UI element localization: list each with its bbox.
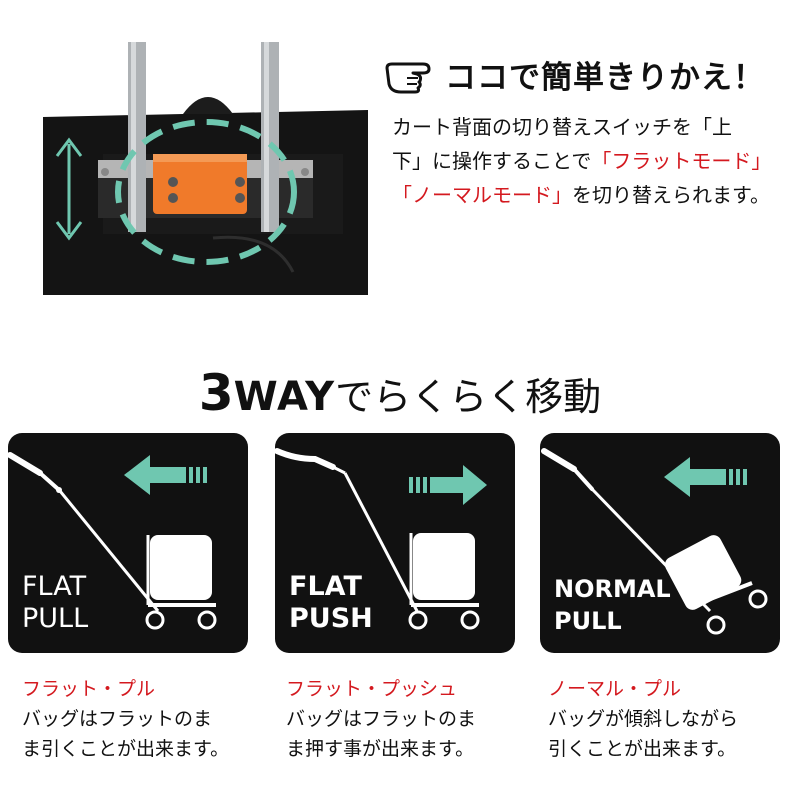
mode-panel-flat-pull: FLAT PULL [8,433,248,653]
arrow-left-icon [664,457,747,497]
description-line-2: 下」に操作することで「フラットモード」 [392,149,772,173]
description-line-3: 「ノーマルモード」を切り替えられます。 [392,183,770,207]
mode-label: FLAT PULL [22,571,89,634]
mode-label: FLAT PUSH [289,571,373,634]
mode-label: NORMAL PULL [554,575,671,635]
arrow-left-icon [124,455,207,495]
mode-panel-flat-push: FLAT PUSH [275,433,515,653]
description-line-1: カート背面の切り替えスイッチを「上 [392,115,732,139]
three-way-title: 3WAYでらくらく移動 [198,364,602,422]
arrow-right-icon [409,465,487,505]
flat-mode-text: 「フラットモード」 [591,149,772,173]
caption-flat-push: フラット・プッシュ バッグはフラットのま ま押す事が出来ます。 [286,678,477,760]
product-photo [43,42,368,295]
caption-normal-pull: ノーマル・プル バッグが傾斜しながら 引くことが出来ます。 [548,678,739,760]
pointing-hand-icon [385,62,431,94]
headline-title: ココで簡単きりかえ！ [445,59,765,96]
switch-description: カート背面の切り替えスイッチを「上 下」に操作することで「フラットモード」 「ノ… [392,110,792,212]
mode-panel-normal-pull: NORMAL PULL [540,433,780,653]
caption-flat-pull: フラット・プル バッグはフラットのま ま引くことが出来ます。 [22,678,230,760]
normal-mode-text: 「ノーマルモード」 [392,183,572,207]
headline: ココで簡単きりかえ！ [383,52,783,96]
